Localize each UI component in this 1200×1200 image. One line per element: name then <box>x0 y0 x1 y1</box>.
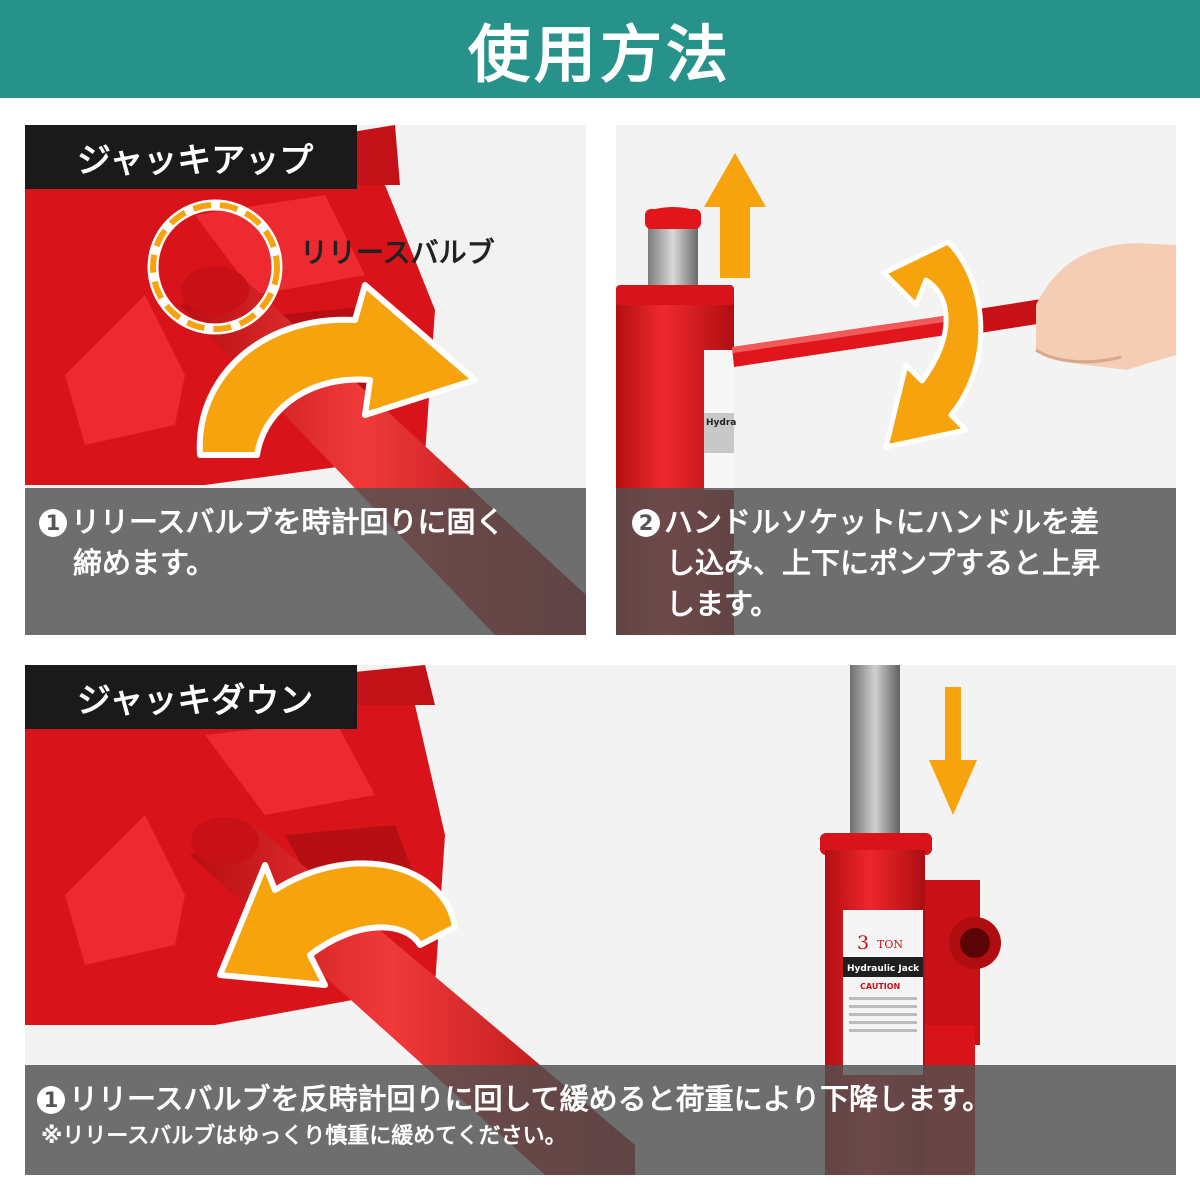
page-header: 使用方法 <box>0 0 1200 98</box>
product-label-partial: Hydra <box>706 418 736 428</box>
step-number-badge: 1 <box>39 509 67 537</box>
page-title: 使用方法 <box>467 18 732 91</box>
section-label-jackdown: ジャッキダウン <box>25 665 358 729</box>
product-capacity: 3 <box>857 932 869 954</box>
product-caution: CAUTION <box>860 982 900 991</box>
step2-text-line1: ハンドルソケットにハンドルを差 <box>664 505 1100 539</box>
curved-arrow-icon <box>217 860 458 988</box>
hand-image <box>1036 243 1176 370</box>
product-name: Hydraulic Jack <box>847 964 920 974</box>
jack-ram <box>850 665 900 840</box>
jackdown-step1-text: リリースバルブを反時計回りに回して緩めると荷重により下降します。 <box>69 1082 992 1116</box>
valve-label: リリースバルブ <box>300 236 495 269</box>
curved-arrow-icon <box>196 282 478 458</box>
step1-text-line1: リリースバルブを時計回りに固く <box>71 505 505 539</box>
step-number-badge: 1 <box>37 1086 65 1114</box>
jackdown-note: ※リリースバルブはゆっくり慎重に緩めてください。 <box>41 1124 567 1149</box>
down-arrow-icon <box>929 687 977 815</box>
step-number-badge: 2 <box>632 509 660 537</box>
section-label-jackup: ジャッキアップ <box>25 125 358 189</box>
step2-text-line2: し込み、上下にポンプすると上昇 <box>666 546 1101 580</box>
step2-text-line3: します。 <box>666 587 780 621</box>
product-label <box>843 910 923 1075</box>
step1-text-line2: 締めます。 <box>73 546 216 580</box>
product-unit: TON <box>877 938 903 951</box>
up-arrow-icon <box>704 153 766 278</box>
curved-arrow-icon <box>881 239 984 450</box>
dashed-circle-icon <box>150 202 280 332</box>
